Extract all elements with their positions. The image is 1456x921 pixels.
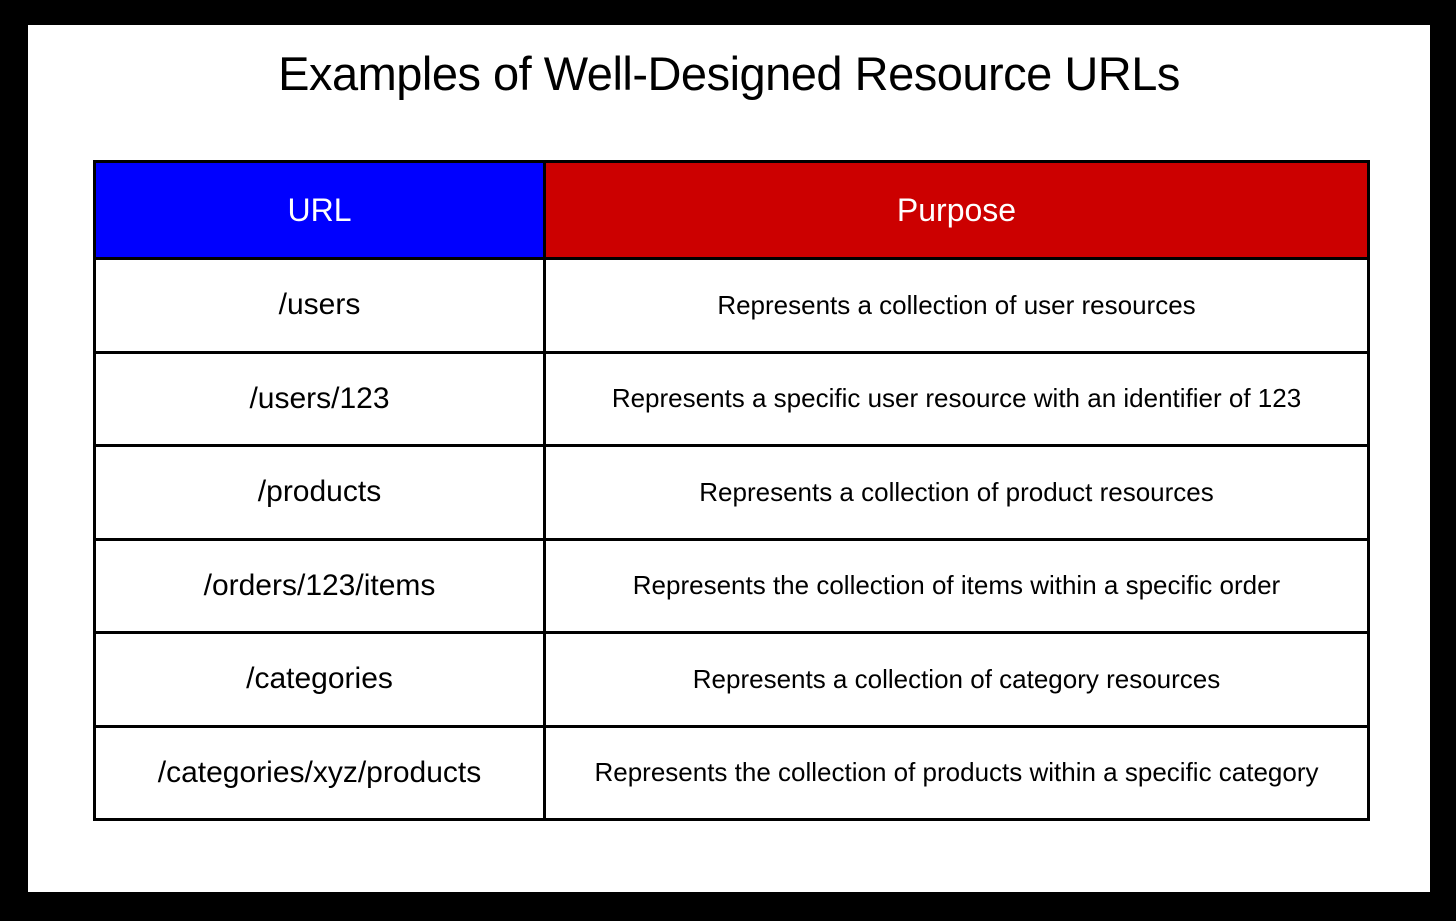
table-row: /categories/xyz/products Represents the … [93,724,1370,821]
purpose-cell: Represents a collection of category reso… [543,631,1370,728]
purpose-cell: Represents the collection of products wi… [543,724,1370,821]
purpose-cell: Represents a collection of user resource… [543,257,1370,354]
url-cell: /products [93,444,546,541]
url-cell: /categories/xyz/products [93,724,546,821]
slide-panel: Examples of Well-Designed Resource URLs … [28,25,1430,892]
purpose-cell: Represents a specific user resource with… [543,350,1370,447]
resource-url-table: URL Purpose /users Represents a collecti… [93,160,1370,821]
table-row: /products Represents a collection of pro… [93,444,1370,541]
url-cell: /categories [93,631,546,728]
column-header-purpose: Purpose [543,160,1370,260]
table-header-row: URL Purpose [93,160,1370,260]
url-cell: /users [93,257,546,354]
purpose-cell: Represents the collection of items withi… [543,537,1370,634]
table-row: /users Represents a collection of user r… [93,257,1370,354]
url-cell: /orders/123/items [93,537,546,634]
page-title: Examples of Well-Designed Resource URLs [278,47,1180,100]
table-row: /orders/123/items Represents the collect… [93,537,1370,634]
table-row: /users/123 Represents a specific user re… [93,350,1370,447]
purpose-cell: Represents a collection of product resou… [543,444,1370,541]
column-header-url: URL [93,160,546,260]
table-row: /categories Represents a collection of c… [93,631,1370,728]
url-cell: /users/123 [93,350,546,447]
